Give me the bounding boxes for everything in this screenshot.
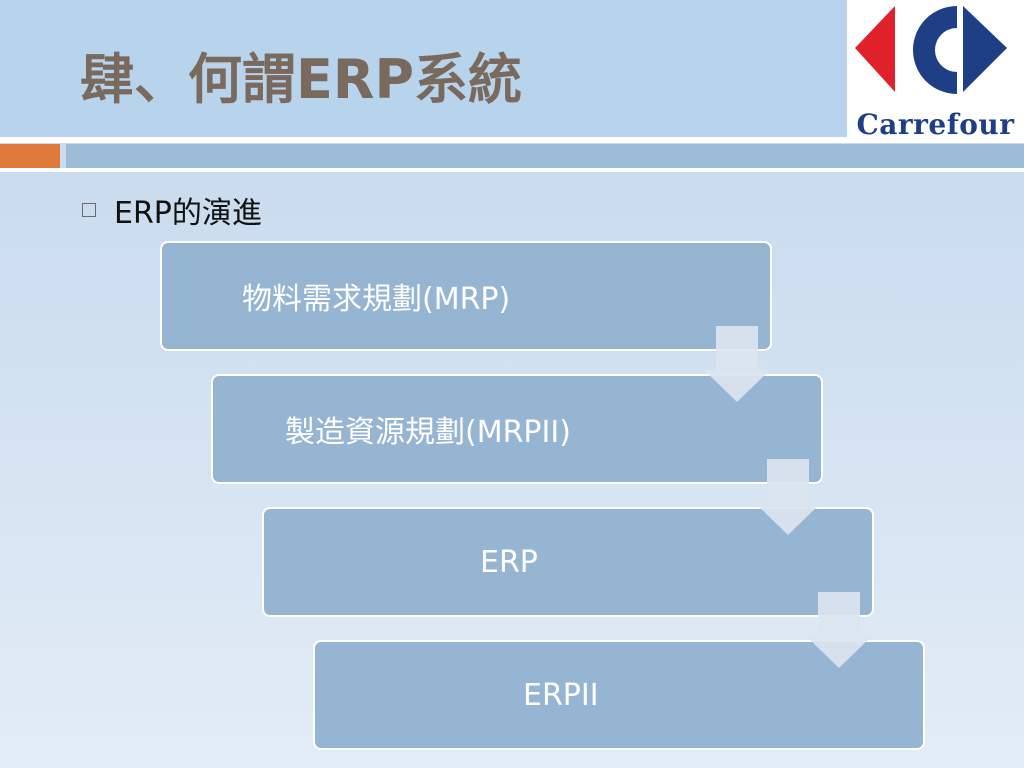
slide-title: 肆、何謂ERP系統 xyxy=(80,48,523,111)
down-arrow-icon xyxy=(704,326,770,402)
accent-block xyxy=(0,144,60,168)
bullet-text: ERP的演進 xyxy=(114,196,262,231)
step-label: ERP xyxy=(480,544,538,580)
step-label: 物料需求規劃(MRP) xyxy=(242,282,511,317)
divider xyxy=(0,137,1024,143)
carrefour-logo-icon xyxy=(855,5,1007,95)
carrefour-logo: Carrefour xyxy=(847,0,1024,142)
divider xyxy=(0,168,1024,172)
logo-wordmark: Carrefour xyxy=(856,108,1015,141)
down-arrow-icon xyxy=(755,459,821,535)
process-step: 製造資源規劃(MRPII) xyxy=(211,374,823,484)
header-band xyxy=(0,0,847,137)
process-step: ERPII xyxy=(313,640,925,750)
step-label: 製造資源規劃(MRPII) xyxy=(285,415,571,450)
down-arrow-icon xyxy=(806,592,872,668)
step-label: ERPII xyxy=(523,677,599,713)
square-bullet-icon xyxy=(82,203,96,217)
process-step: ERP xyxy=(262,507,874,617)
accent-bar xyxy=(66,144,1024,168)
process-step: 物料需求規劃(MRP) xyxy=(160,241,772,351)
bullet-item: ERP的演進 xyxy=(82,190,262,231)
